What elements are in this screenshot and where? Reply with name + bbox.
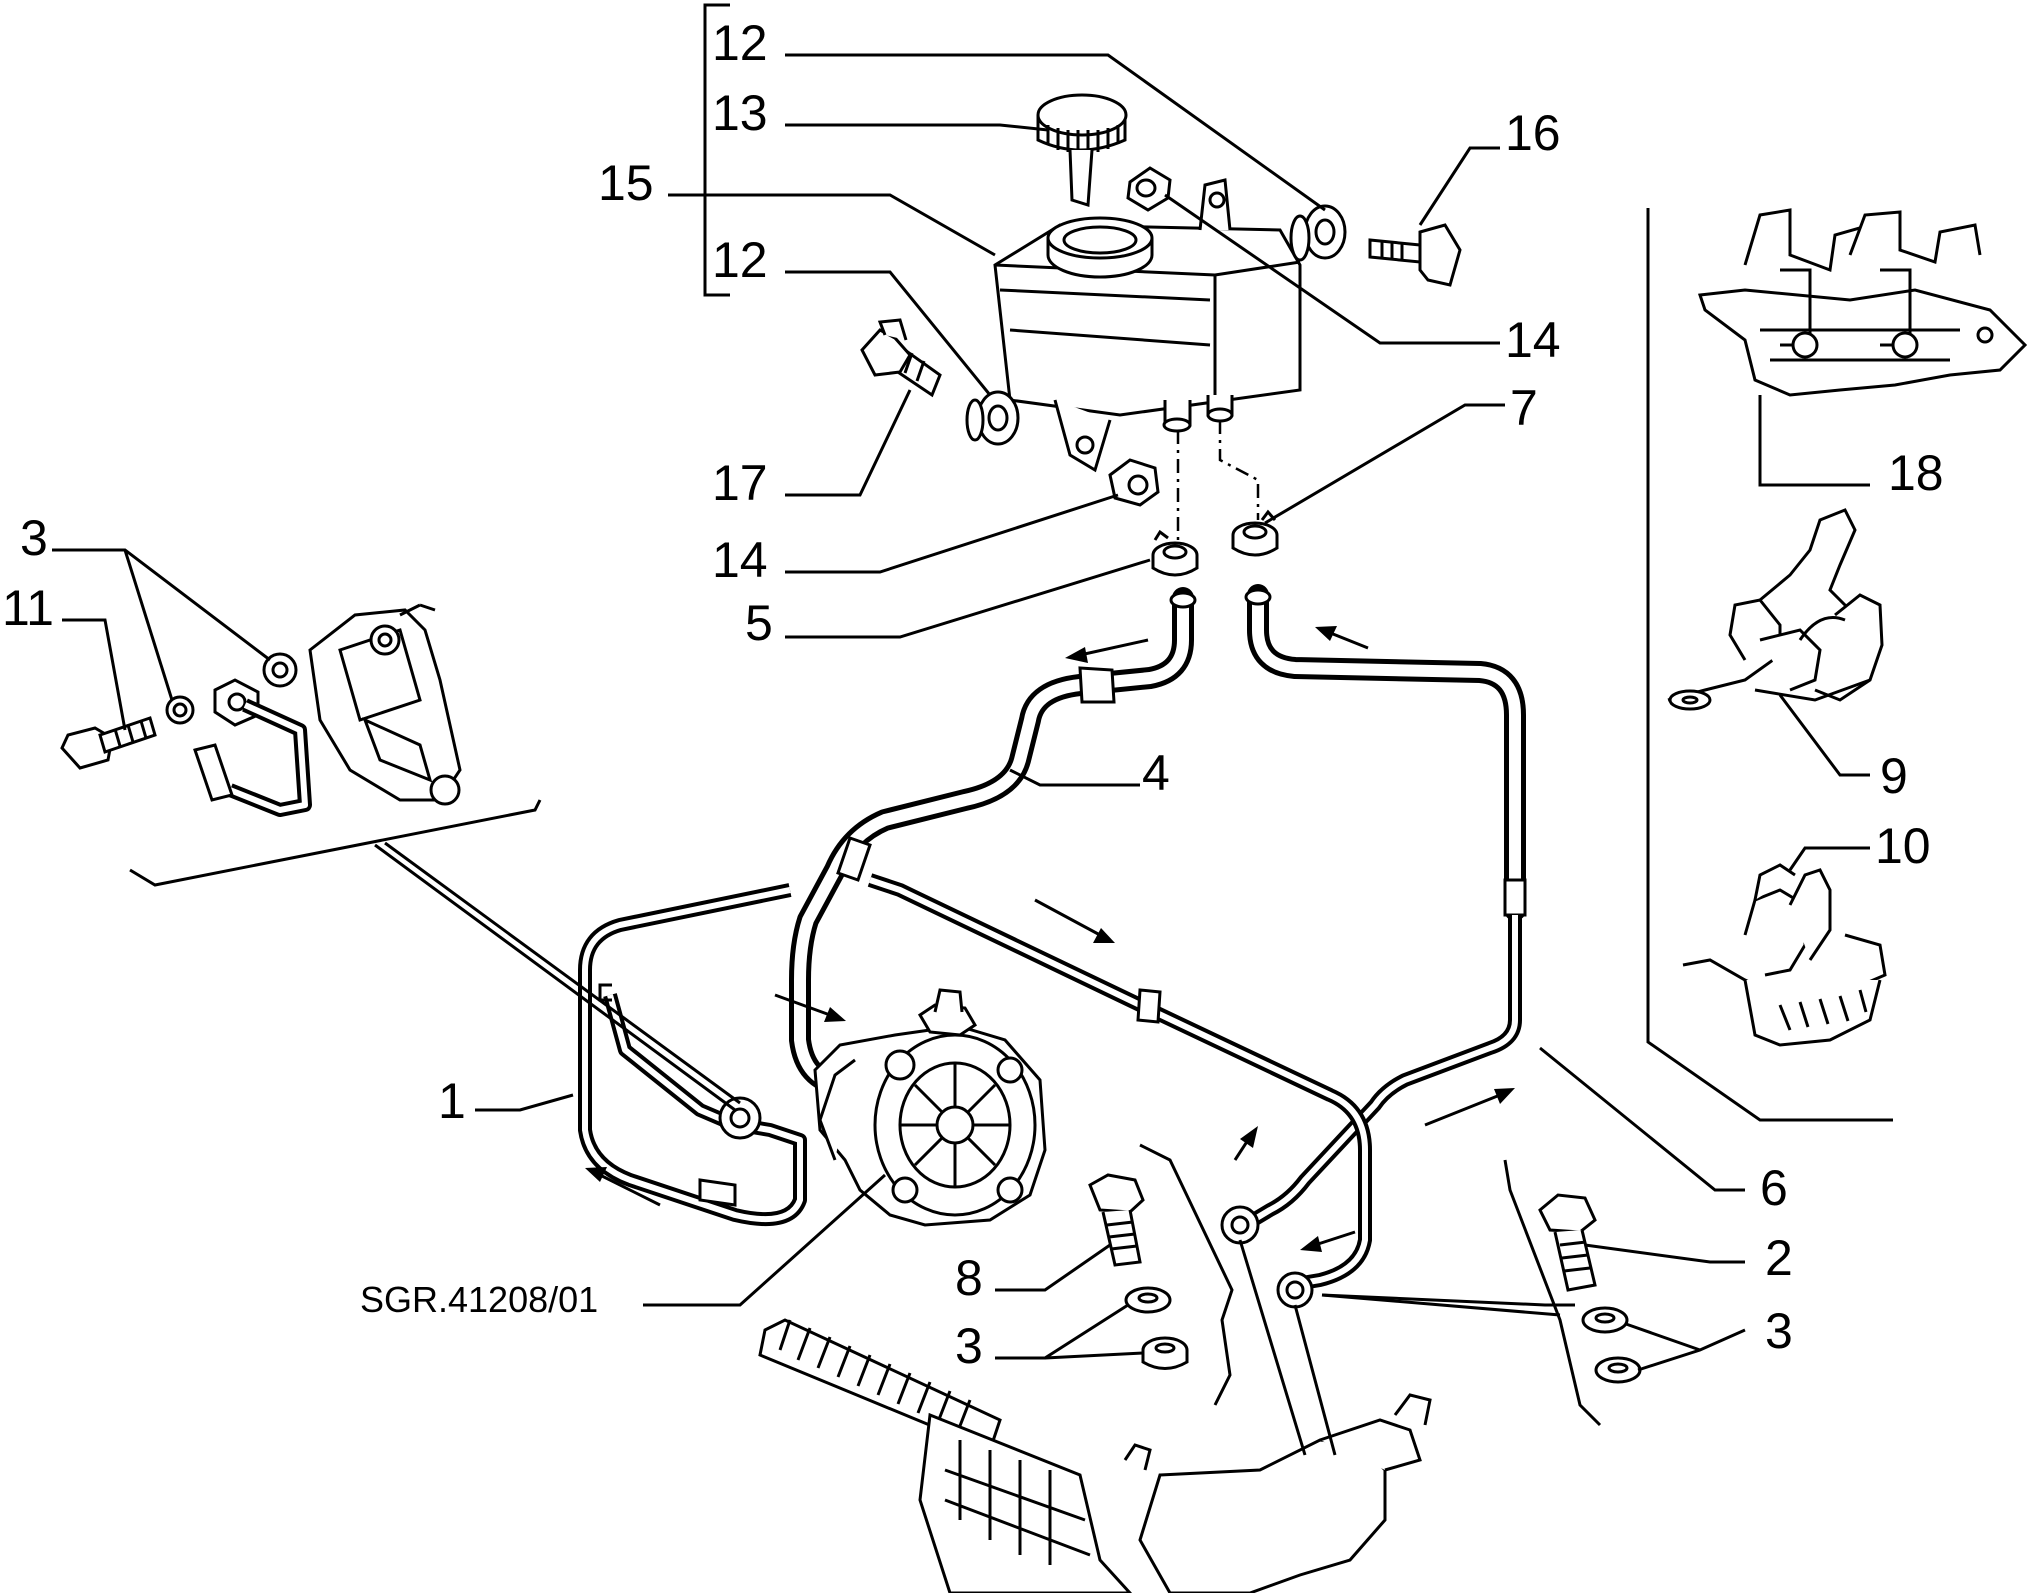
callout-15: 15 [598, 155, 654, 211]
inset-cut-lines [129, 799, 542, 887]
assembly-axis-lines [1176, 420, 1260, 540]
reservoir-cap [1036, 93, 1128, 207]
callout-7: 7 [1510, 380, 1538, 436]
bracket-reservoir-group [703, 3, 730, 297]
callout-10: 10 [1875, 818, 1931, 874]
reservoir [993, 178, 1302, 473]
grommet-12-upper [1289, 204, 1347, 262]
washer-3-2b [1594, 1356, 1642, 1384]
hose-6 [1220, 584, 1527, 1245]
steering-rack [758, 1239, 1432, 1593]
drawing-reference: SGR.41208/01 [360, 1279, 598, 1320]
bracket-inset-frame [1646, 208, 1893, 1122]
callout-11: 11 [2, 580, 54, 636]
bush-14-upper [1126, 166, 1172, 212]
callout-17: 17 [712, 455, 768, 511]
callout-3-bottom-left: 3 [955, 1318, 983, 1374]
hose-clip-10 [1682, 863, 1887, 1047]
hose-bracket-18 [1697, 208, 2028, 397]
callout-8: 8 [955, 1250, 983, 1306]
callout-2: 2 [1765, 1230, 1793, 1286]
callout-4: 4 [1142, 745, 1170, 801]
washer-3-8b [1141, 1336, 1189, 1370]
callout-12-top: 12 [712, 15, 768, 71]
callout-14-right: 14 [1505, 312, 1561, 368]
callout-3-bottom-right: 3 [1765, 1303, 1793, 1359]
bush-14-lower [1108, 458, 1160, 507]
detail-cut-lines [1139, 1143, 1602, 1427]
bolt-16 [1368, 223, 1462, 287]
washer-3-8a [1124, 1286, 1172, 1314]
banjo-fitting-inset [60, 603, 462, 817]
bolt-2 [1538, 1193, 1597, 1292]
washer-3-2a [1581, 1306, 1629, 1334]
callout-9: 9 [1880, 748, 1908, 804]
callout-18: 18 [1888, 445, 1944, 501]
leader-lines [52, 53, 1870, 1372]
callout-12-mid: 12 [712, 232, 768, 288]
callout-16: 16 [1505, 105, 1561, 161]
callout-5: 5 [745, 595, 773, 651]
hose-4 [789, 587, 1197, 1101]
callout-6: 6 [1760, 1160, 1788, 1216]
grommet-12-lower [965, 390, 1020, 446]
callout-1: 1 [438, 1073, 466, 1129]
hose-clip-9 [1667, 508, 1884, 711]
callout-13: 13 [712, 85, 768, 141]
callout-14-left: 14 [712, 532, 768, 588]
callout-3-left: 3 [20, 510, 48, 566]
bolt-17 [860, 318, 942, 398]
bolt-8 [1088, 1173, 1145, 1267]
hose-clip-7 [1231, 509, 1279, 557]
callout-labels: 12 13 15 12 16 14 17 14 7 5 18 3 11 4 9 … [2, 15, 1944, 1374]
power-steering-pump [813, 988, 1047, 1227]
hose-clip-5 [1151, 529, 1199, 577]
flow-arrows [585, 626, 1515, 1252]
